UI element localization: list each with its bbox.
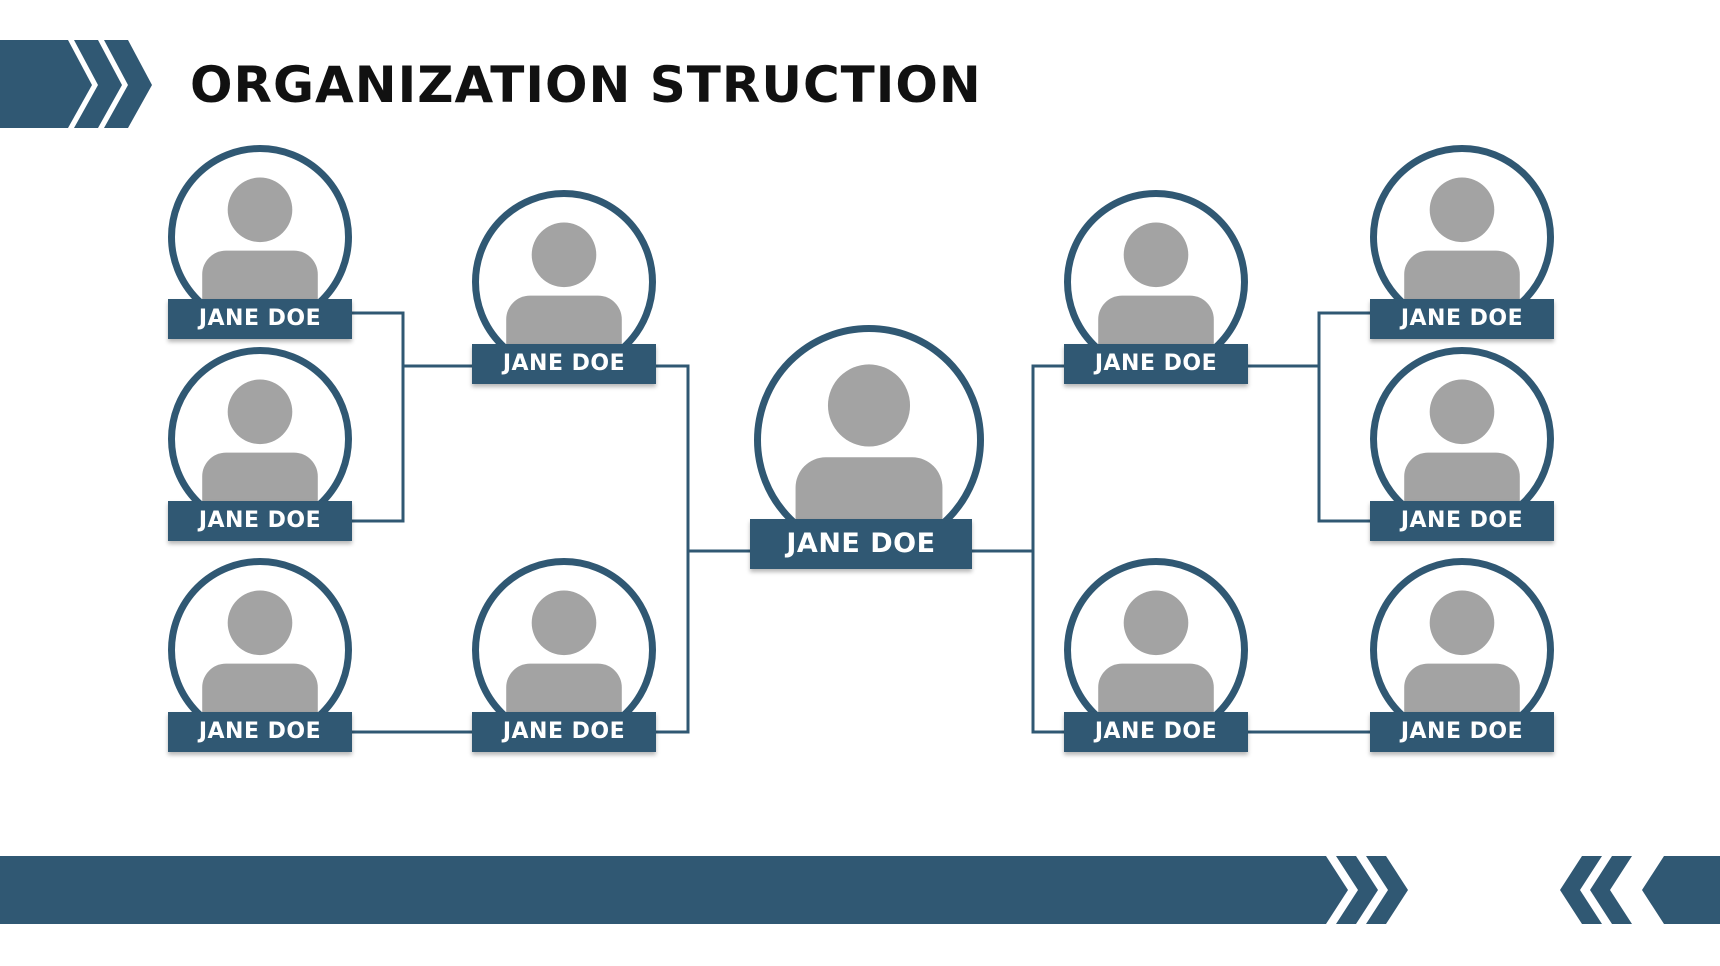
member-name-label: JANE DOE	[168, 712, 352, 752]
connector-right-managers	[1031, 364, 1064, 734]
member-name-label: JANE DOE	[750, 519, 972, 569]
connector-left-managers	[656, 364, 690, 734]
member-name-label: JANE DOE	[1370, 299, 1554, 339]
member-name-label: JANE DOE	[1064, 712, 1248, 752]
member-name-label: JANE DOE	[472, 344, 656, 384]
title-chevron-accent	[0, 40, 152, 128]
org-node-left-manager: JANE DOE	[472, 558, 656, 754]
org-node-right-report: JANE DOE	[1370, 347, 1554, 543]
portrait-frame	[168, 558, 352, 742]
member-name-label: JANE DOE	[1370, 501, 1554, 541]
org-node-left-manager: JANE DOE	[472, 190, 656, 386]
page-title: ORGANIZATION STRUCTION	[190, 56, 982, 114]
org-node-root: JANE DOE	[750, 325, 984, 570]
org-node-right-manager: JANE DOE	[1064, 190, 1248, 386]
portrait-frame	[1370, 145, 1554, 329]
member-name-label: JANE DOE	[1064, 344, 1248, 384]
member-name-label: JANE DOE	[1370, 712, 1554, 752]
org-node-right-manager: JANE DOE	[1064, 558, 1248, 754]
org-node-right-report: JANE DOE	[1370, 558, 1554, 754]
org-node-right-report: JANE DOE	[1370, 145, 1554, 341]
org-node-left-report: JANE DOE	[168, 347, 352, 543]
connector-right-reports-1	[1317, 311, 1370, 523]
member-name-label: JANE DOE	[168, 501, 352, 541]
connector-left-reports-1	[352, 311, 405, 523]
member-name-label: JANE DOE	[168, 299, 352, 339]
portrait-frame	[472, 558, 656, 742]
member-name-label: JANE DOE	[472, 712, 656, 752]
org-node-left-report: JANE DOE	[168, 145, 352, 341]
org-node-left-report: JANE DOE	[168, 558, 352, 754]
